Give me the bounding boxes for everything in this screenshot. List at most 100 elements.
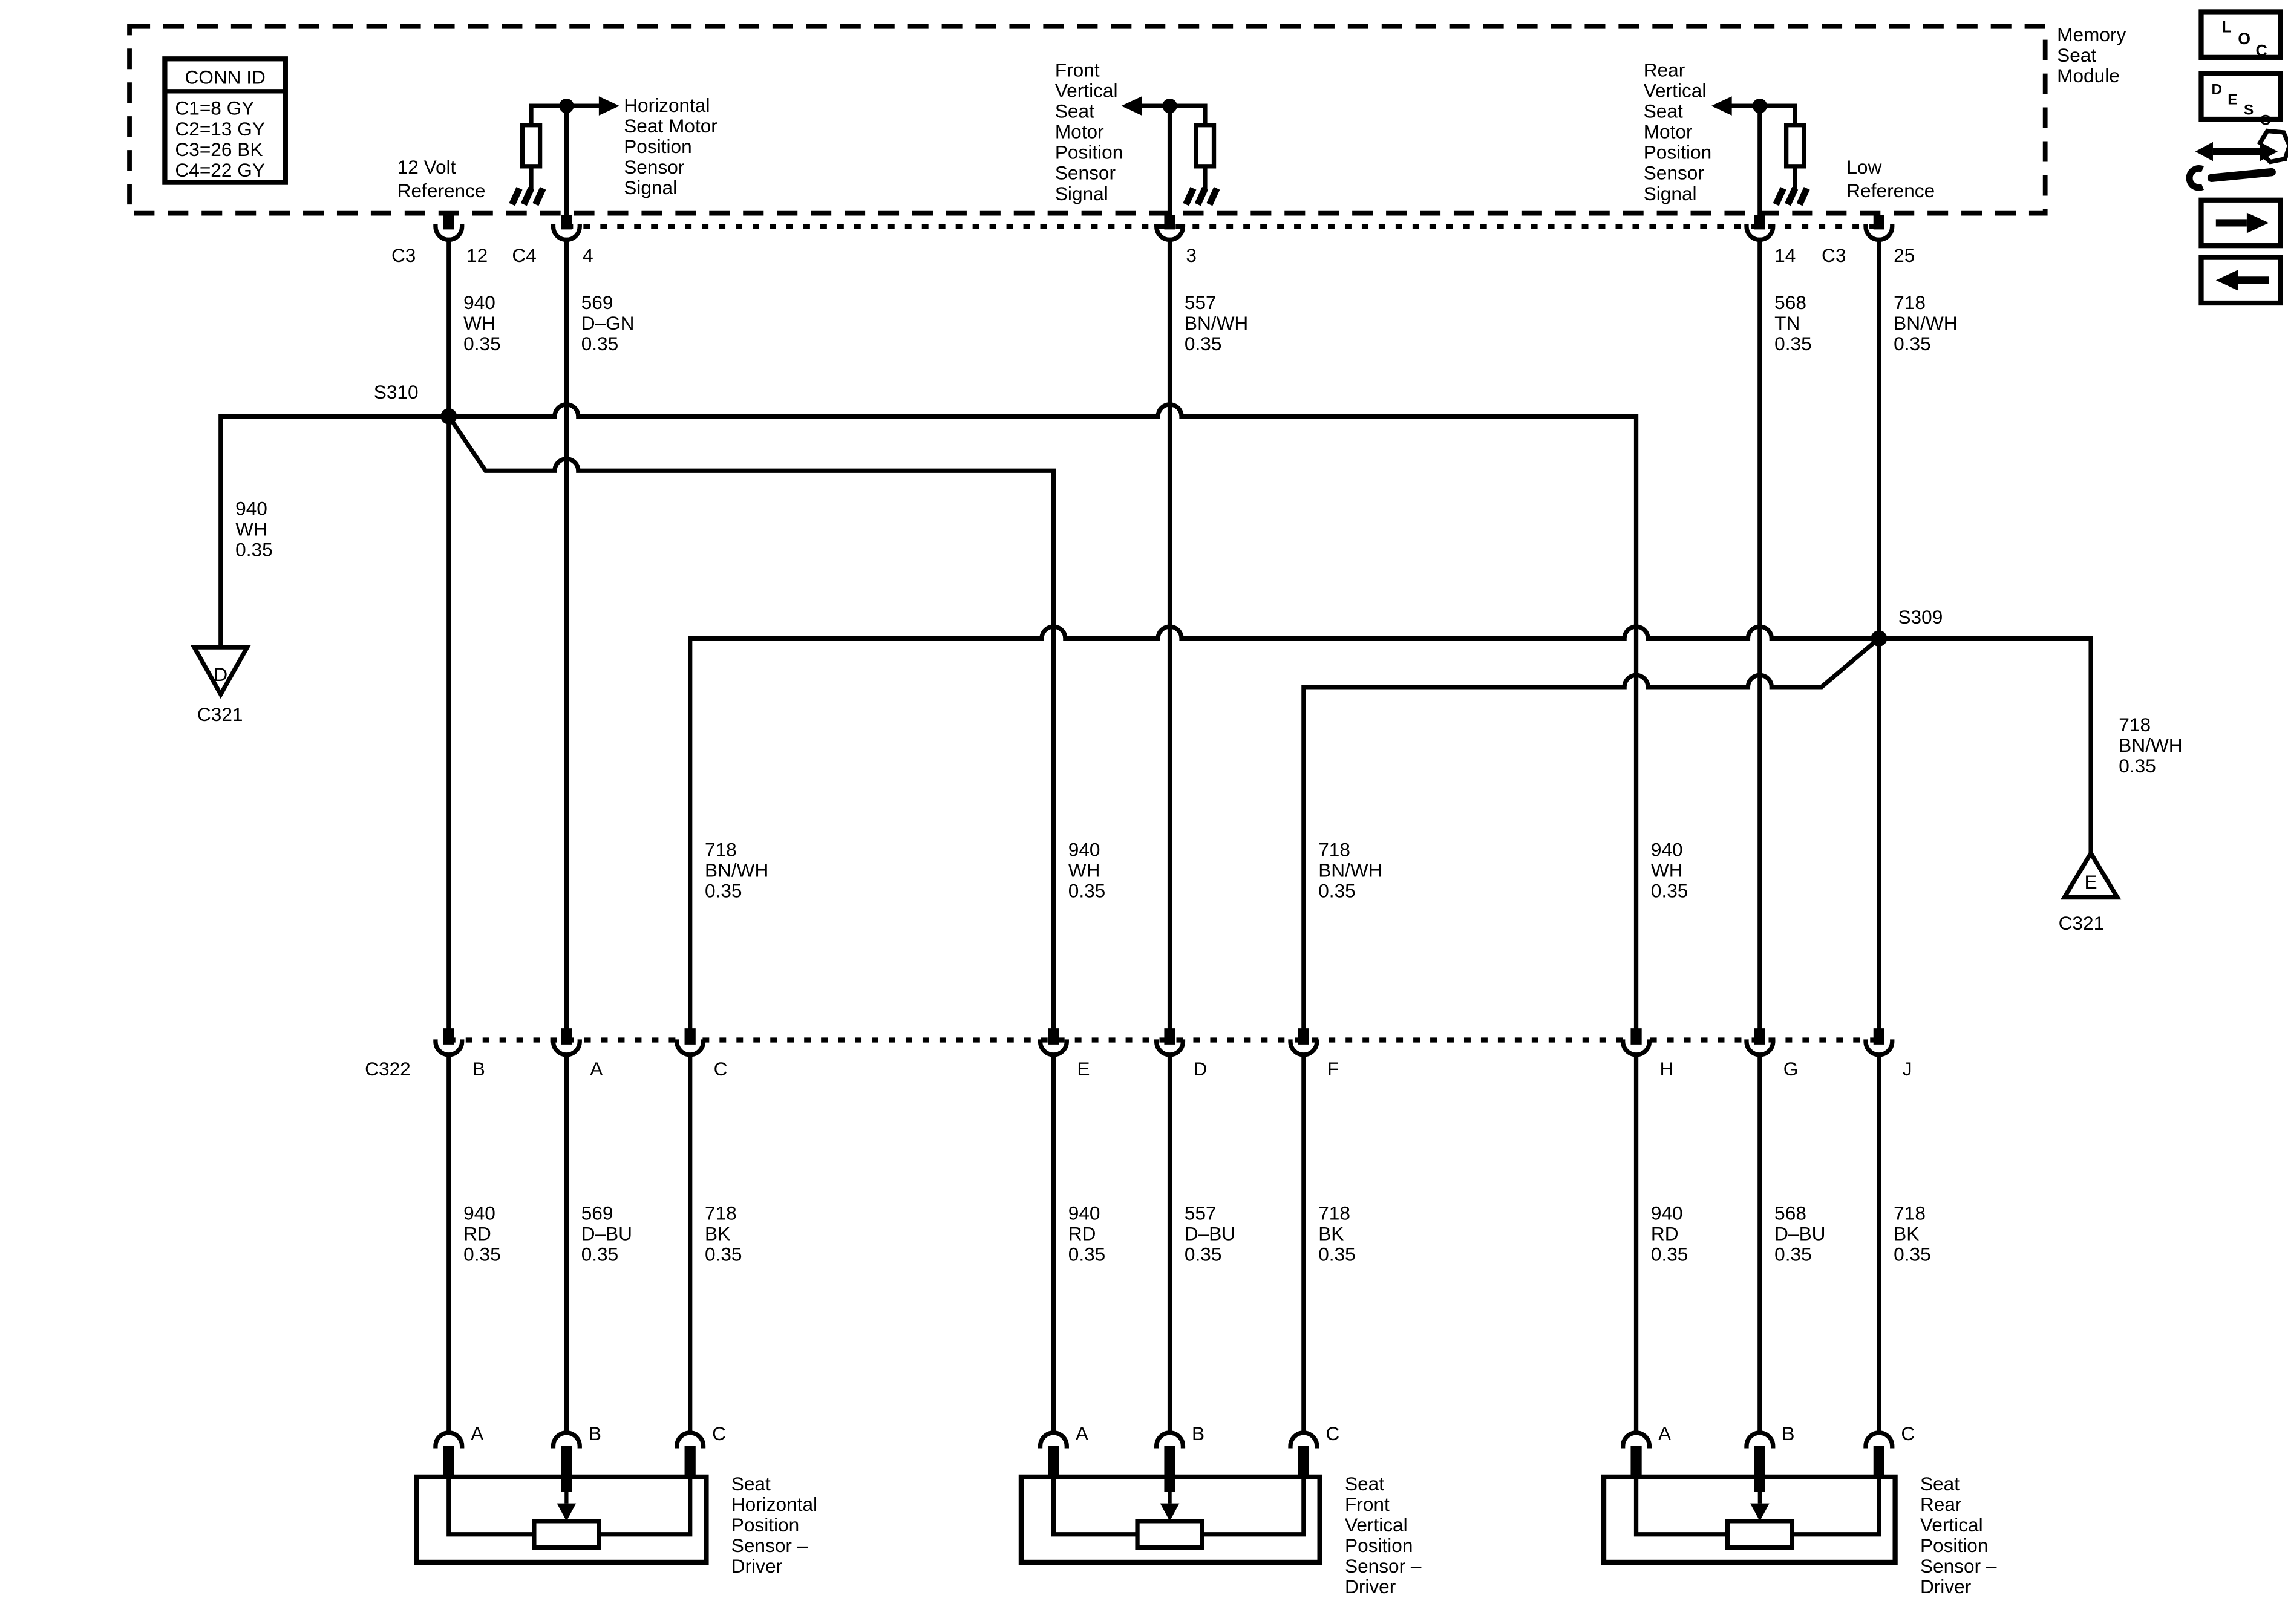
pin-function: Signal bbox=[1644, 183, 1697, 204]
connector-id: C321 bbox=[197, 703, 243, 725]
pin-function: Low bbox=[1846, 156, 1881, 178]
internal-circuit-horizontal bbox=[512, 96, 619, 217]
pin-function: Reference bbox=[1846, 180, 1935, 201]
wire-label: BN/WH bbox=[2119, 734, 2182, 756]
potentiometer-element bbox=[1725, 1519, 1795, 1550]
next-button[interactable] bbox=[2198, 197, 2283, 249]
internal-circuit-rear-vertical bbox=[1711, 96, 1807, 217]
pin-letter: A bbox=[471, 1423, 484, 1444]
left-arrow-head bbox=[2215, 270, 2238, 291]
wrench-handle bbox=[2207, 168, 2276, 182]
wire-label: 940 bbox=[1068, 1202, 1100, 1224]
double-arrow-left-head bbox=[2195, 142, 2213, 161]
desc-button[interactable]: D E S C bbox=[2198, 71, 2283, 129]
ground-icon bbox=[1776, 188, 1807, 204]
pin-function: Vertical bbox=[1644, 80, 1707, 102]
loc-button-border[interactable] bbox=[2198, 9, 2283, 60]
conn-id-row: C2=13 GY bbox=[175, 118, 264, 140]
wire-label: BK bbox=[705, 1222, 730, 1244]
pin-stubs bbox=[1630, 1446, 1884, 1492]
pin-function: Position bbox=[1644, 142, 1711, 163]
wire-label: 0.35 bbox=[1318, 880, 1356, 902]
wire-label: 718 bbox=[705, 839, 737, 861]
module-outline bbox=[127, 24, 2048, 216]
pin-function: Motor bbox=[1644, 121, 1693, 143]
pin-function: Sensor bbox=[1644, 162, 1704, 184]
wire-label: 718 bbox=[1894, 292, 1926, 313]
pin-stubs bbox=[443, 1446, 696, 1492]
sensor-seat-horizontal: A B C Seat Horizontal Position Sensor – … bbox=[414, 1423, 817, 1577]
wire-label: 0.35 bbox=[2119, 755, 2156, 777]
connector-id: C322 bbox=[365, 1058, 411, 1080]
wire-label: 0.35 bbox=[1774, 333, 1812, 354]
desc-letter: S bbox=[2244, 102, 2254, 119]
wire-label: WH bbox=[1651, 859, 1683, 881]
pin-function: 12 Volt bbox=[397, 156, 456, 178]
conn-id-row: C3=26 BK bbox=[175, 139, 263, 160]
pin-letter: J bbox=[1903, 1058, 1912, 1080]
resistor-branch bbox=[529, 103, 569, 191]
pin-function: Position bbox=[1055, 142, 1123, 163]
sensor-name: Sensor – bbox=[731, 1534, 808, 1556]
toolbar: L O C D E S C bbox=[2186, 9, 2288, 306]
resistor-branch bbox=[1167, 103, 1208, 191]
connector-letter: D bbox=[214, 664, 227, 685]
module-name: Module bbox=[2057, 65, 2120, 86]
sensor-name: Position bbox=[731, 1514, 799, 1536]
sensor-name: Seat bbox=[731, 1473, 771, 1495]
sensor-name: Horizontal bbox=[731, 1493, 817, 1515]
memory-seat-module: Memory Seat Module CONN ID C1=8 GY C2=13… bbox=[127, 24, 2126, 266]
potentiometer-rails bbox=[1051, 1475, 1306, 1537]
pin-number: 25 bbox=[1894, 244, 1915, 266]
pin-function: Signal bbox=[1055, 183, 1108, 204]
loc-button[interactable]: L O C bbox=[2198, 9, 2283, 60]
sensor-name: Position bbox=[1920, 1534, 1988, 1556]
wire-label: 940 bbox=[1068, 839, 1100, 861]
pin-sockets bbox=[1621, 1430, 1895, 1449]
conn-id-row: C1=8 GY bbox=[175, 97, 254, 119]
sensor-outline bbox=[1601, 1474, 1898, 1565]
top-wire-labels: 940 WH 0.35 569 D–GN 0.35 557 BN/WH 0.35… bbox=[463, 292, 1957, 354]
sensor-name: Sensor – bbox=[1345, 1555, 1422, 1577]
wire-label: 940 bbox=[235, 497, 267, 519]
back-button[interactable] bbox=[2198, 255, 2283, 306]
vehicle-wrench-icon bbox=[2186, 128, 2288, 191]
pin-function: Sensor bbox=[1055, 162, 1116, 184]
pin-letter: B bbox=[472, 1058, 485, 1080]
sensor-seat-rear-vertical: A B C Seat Rear Vertical Position Sensor… bbox=[1601, 1423, 1997, 1597]
module-connector-pins: C3 12 C4 4 3 14 C3 25 bbox=[391, 215, 1915, 266]
pin-letter: C bbox=[1901, 1423, 1915, 1444]
wire-label: 0.35 bbox=[581, 333, 619, 354]
pin-letter: C bbox=[1325, 1423, 1339, 1444]
next-button-border[interactable] bbox=[2198, 197, 2283, 249]
sensor-name: Vertical bbox=[1345, 1514, 1408, 1536]
pin-letter: A bbox=[1658, 1423, 1672, 1444]
loc-letter: O bbox=[2238, 30, 2250, 48]
pin-function: Signal bbox=[624, 177, 677, 198]
potentiometer-rails bbox=[1633, 1475, 1881, 1537]
pin-letter: C bbox=[712, 1423, 726, 1444]
sensor-wires bbox=[446, 1052, 1881, 1435]
pin-letter: B bbox=[1782, 1423, 1794, 1444]
pin-function: Reference bbox=[397, 180, 486, 201]
loc-letter: L bbox=[2222, 18, 2232, 36]
resistor-branch bbox=[1757, 103, 1797, 191]
lower-wire-labels: 940 RD 0.35 569 D–BU 0.35 718 BK 0.35 94… bbox=[463, 1202, 1931, 1265]
back-button-border[interactable] bbox=[2198, 255, 2283, 306]
pin-function: Seat bbox=[1644, 100, 1683, 122]
wire-label: 0.35 bbox=[581, 1243, 619, 1265]
mid-wire-labels: 718 BN/WH 0.35 940 WH 0.35 718 BN/WH 0.3… bbox=[705, 839, 1688, 902]
sensor-name: Position bbox=[1345, 1534, 1413, 1556]
pin-letter: A bbox=[1076, 1423, 1089, 1444]
wire-label: D–BU bbox=[1185, 1222, 1235, 1244]
wire-label: BN/WH bbox=[705, 859, 768, 881]
conn-id-border bbox=[162, 56, 288, 185]
resistor bbox=[1194, 123, 1217, 169]
desc-button-border[interactable] bbox=[2198, 71, 2283, 122]
pin-stubs bbox=[443, 1028, 1884, 1045]
inline-connector-e: E C321 718 BN/WH 0.35 bbox=[2059, 714, 2183, 934]
wire-label: 0.35 bbox=[463, 333, 501, 354]
wire-label: 0.35 bbox=[1068, 880, 1106, 902]
branch-to-c321-e bbox=[1877, 636, 2093, 856]
